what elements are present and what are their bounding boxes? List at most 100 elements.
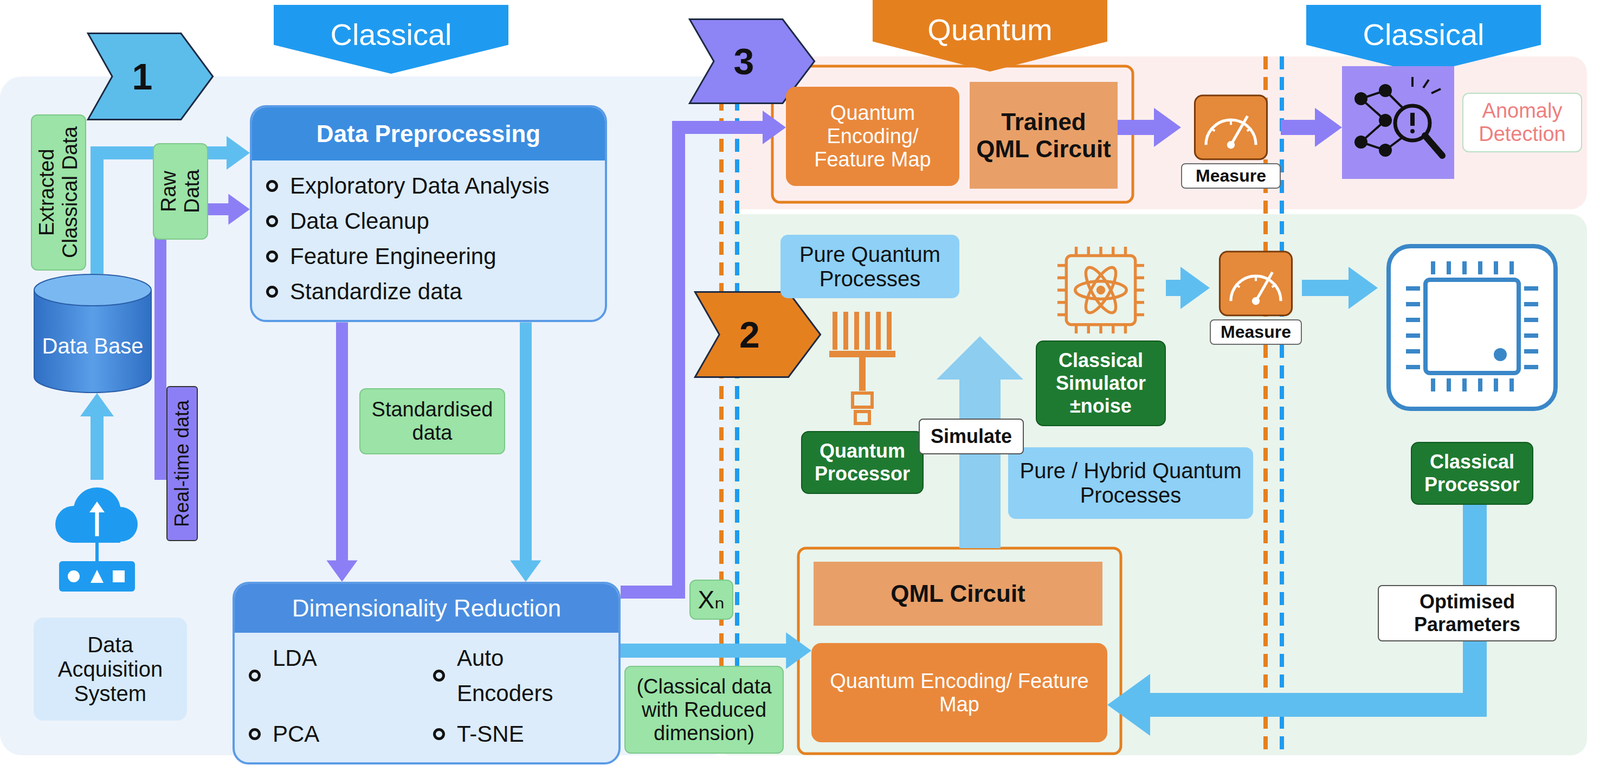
edge-label: Xₙ — [698, 584, 725, 615]
process-label: Pure Quantum Processes — [780, 234, 960, 299]
phase-banner: Classical — [1306, 4, 1541, 74]
circuit-box: Trained QML Circuit — [969, 81, 1118, 189]
quantum-inference-panel — [714, 56, 1587, 210]
node-text: Data Cleanup — [265, 203, 592, 239]
data-symbol: Xₙ — [689, 579, 734, 620]
node-text: Pure Quantum Processes — [786, 242, 953, 292]
label-box: Measure — [1209, 319, 1302, 345]
flow-arrow — [519, 321, 532, 567]
item-list: Exploratory Data AnalysisData CleanupFea… — [252, 160, 605, 320]
node-text: Classical — [1362, 16, 1485, 53]
data-tag: (Classical data with Reduced dimension) — [624, 665, 784, 754]
measure-gauge: Measure — [1209, 249, 1302, 345]
item-list: LDAAuto EncodersPCAT-SNE — [234, 632, 619, 763]
icon — [801, 300, 924, 431]
phase-banner: Classical — [273, 4, 509, 74]
flow-arrow — [90, 409, 104, 480]
node-text: T-SNE — [431, 715, 606, 752]
circuit-box: QML Circuit — [813, 561, 1103, 626]
node-text: Quantum — [927, 11, 1053, 48]
anomaly-detector: Anomaly Detection — [1342, 66, 1583, 179]
node-text: Exploratory Data Analysis — [265, 168, 592, 204]
edge-tag: Optimised Parameters — [1377, 584, 1557, 642]
label-box: Data Acquisition System — [33, 617, 187, 721]
icon — [1035, 240, 1166, 341]
classical-processor: Classical Processor — [1377, 240, 1567, 505]
data-tag: Raw Data — [152, 143, 209, 240]
flow-arrow — [1117, 119, 1163, 135]
encoding-box: Quantum Encoding/ Feature Map — [785, 86, 960, 186]
edge-label: Real-time data — [170, 400, 194, 527]
node-text: Quantum Encoding/ Feature Map — [817, 669, 1101, 716]
boundary-dashes — [721, 56, 1282, 756]
encoding-box: Quantum Encoding/ Feature Map — [811, 642, 1108, 743]
measure-gauge-icon — [1181, 93, 1281, 164]
flow-arrow — [1301, 279, 1358, 296]
edge-label: Optimised Parameters — [1384, 590, 1551, 636]
label-box: Quantum Processor — [801, 430, 924, 494]
icon — [1377, 240, 1567, 442]
node-text: Simulate — [930, 424, 1012, 448]
classical-simulator-icon — [1035, 240, 1166, 341]
edge-tag: Extracted Classical Data — [30, 114, 87, 271]
node-text: Quantum Encoding/ Feature Map — [792, 101, 953, 172]
label-box: Measure — [1181, 163, 1281, 189]
icon — [1342, 66, 1455, 179]
node-text: QML Circuit — [890, 579, 1026, 608]
quantum-processor-icon — [801, 300, 924, 431]
classical-simulator: Classical Simulator ±noise — [1035, 240, 1166, 427]
classical-processor-icon — [1377, 240, 1567, 442]
node-text: Classical — [330, 16, 452, 53]
icon — [1181, 93, 1281, 164]
measure-gauge: Measure — [1181, 93, 1281, 189]
step-chevron: 2 — [693, 291, 822, 378]
node-text: 3 — [733, 40, 755, 83]
node-text: Standardize data — [265, 273, 592, 309]
process-box: Dimensionality ReductionLDAAuto Encoders… — [232, 581, 621, 765]
node-text: Trained QML Circuit — [976, 108, 1112, 163]
node-text: Data Base — [42, 333, 144, 359]
flow-arrow — [336, 321, 348, 567]
edge-tag: Real-time data — [166, 385, 198, 541]
node-text: PCA — [247, 715, 422, 752]
flow-arrow — [1165, 279, 1190, 296]
step-chevron: 1 — [86, 32, 215, 121]
node-text: Auto Encoders — [431, 640, 606, 711]
process-box: Data PreprocessingExploratory Data Analy… — [249, 105, 608, 322]
acquisition-system: Data Acquisition System — [33, 479, 187, 721]
quantum-processor: Quantum Processor — [801, 300, 924, 494]
data-tag: Standardised data — [359, 388, 506, 455]
node-text: Feature Engineering — [265, 238, 592, 274]
icon — [1209, 249, 1302, 320]
action-tag: Simulate — [918, 418, 1024, 455]
phase-banner: Quantum — [872, 0, 1108, 72]
node-text: Quantum Processor — [807, 439, 918, 486]
label-box: Classical Processor — [1410, 441, 1534, 505]
node-text: Pure / Hybrid Quantum Processes — [1014, 458, 1247, 508]
node-text: Classical Processor — [1417, 450, 1527, 496]
node-text: Classical Simulator ±noise — [1042, 349, 1160, 418]
node-text: Anomaly Detection — [1469, 99, 1575, 146]
label-box: Anomaly Detection — [1462, 92, 1583, 153]
db-shape — [33, 273, 152, 393]
node-text: Standardised data — [366, 397, 498, 445]
node-text: Measure — [1215, 321, 1297, 343]
node-text: Data Preprocessing — [252, 107, 605, 161]
flow-arrow — [620, 643, 794, 658]
node-text: Data Acquisition System — [41, 632, 180, 706]
node-text: 1 — [132, 55, 153, 98]
label-box: Classical Simulator ±noise — [1035, 340, 1166, 427]
trained-circuit-frame — [772, 66, 1133, 203]
edge-label: Extracted Classical Data — [35, 118, 82, 267]
flow-arrow — [1280, 119, 1324, 135]
anomaly-network-icon — [1342, 66, 1455, 179]
node-text: LDA — [247, 640, 422, 711]
node-text: (Classical data with Reduced dimension) — [631, 674, 777, 745]
process-label: Pure / Hybrid Quantum Processes — [1008, 447, 1254, 519]
icon — [33, 479, 187, 610]
qml-circuit-frame — [798, 547, 1121, 754]
training-panel — [714, 214, 1587, 756]
node-text: Dimensionality Reduction — [234, 583, 619, 633]
measure-gauge-icon — [1209, 249, 1302, 320]
